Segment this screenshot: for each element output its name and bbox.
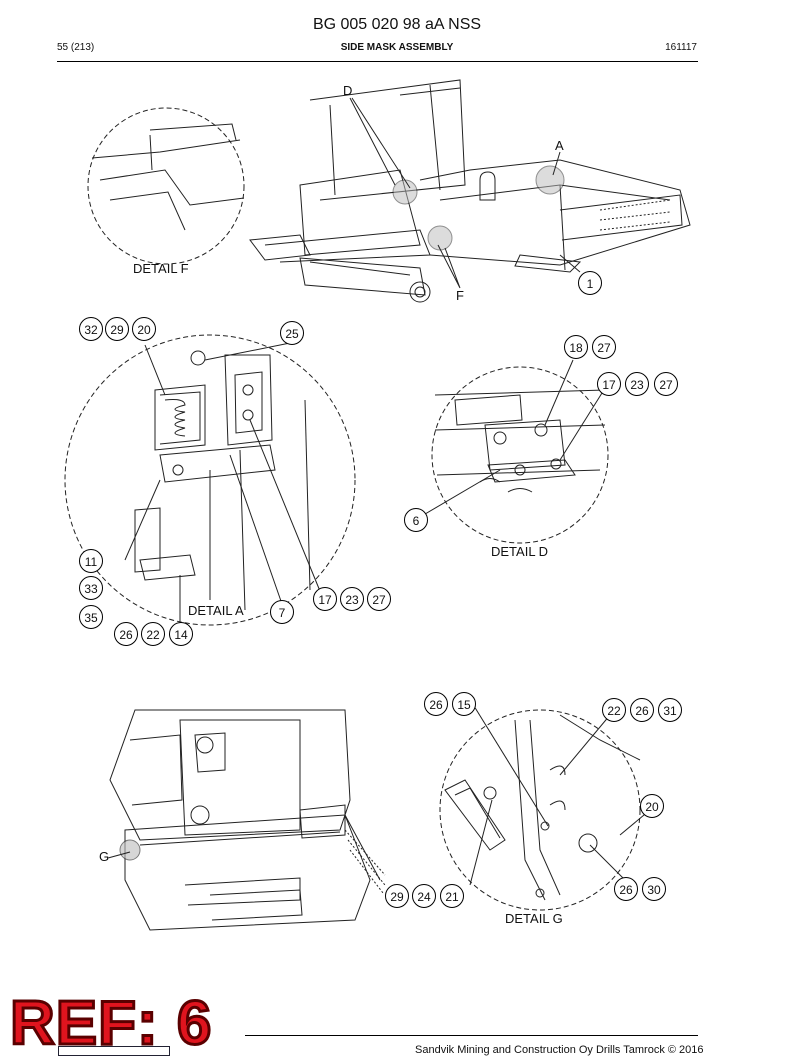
callout-32: 32 [79, 317, 103, 341]
detail-f-label: DETAIL F [133, 261, 189, 276]
view-letter-f: F [456, 288, 464, 303]
callout-20: 20 [132, 317, 156, 341]
footer-rule [245, 1035, 698, 1036]
callout-27: 27 [654, 372, 678, 396]
view-letter-g: G [99, 849, 110, 864]
callout-23: 23 [340, 587, 364, 611]
callout-25: 25 [280, 321, 304, 345]
callout-22: 22 [141, 622, 165, 646]
page-number: 55 (213) [57, 42, 95, 53]
callout-30: 30 [642, 877, 666, 901]
callout-27: 27 [367, 587, 391, 611]
callout-14: 14 [169, 622, 193, 646]
ref-stamp: REF: 6 [8, 988, 213, 1059]
header-rule [57, 61, 698, 62]
detail-f-view [87, 107, 245, 265]
callout-26: 26 [114, 622, 138, 646]
detail-d-label: DETAIL D [491, 544, 549, 559]
callout-24: 24 [412, 884, 436, 908]
view-letter-d: D [343, 83, 353, 98]
callout-21: 21 [440, 884, 464, 908]
detail-d-view [431, 366, 609, 544]
callout-29: 29 [105, 317, 129, 341]
section-title: SIDE MASK ASSEMBLY [340, 42, 454, 53]
footer-logo [58, 1046, 170, 1056]
callout-22: 22 [602, 698, 626, 722]
callout-15: 15 [452, 692, 476, 716]
callout-17: 17 [313, 587, 337, 611]
detail-g-label: DETAIL G [505, 911, 563, 926]
revision-date: 161117 [665, 42, 697, 53]
lower-assembly-view [109, 709, 386, 931]
footer-copyright: Sandvik Mining and Construction Oy Drill… [415, 1044, 704, 1056]
callout-23: 23 [625, 372, 649, 396]
callout-26: 26 [424, 692, 448, 716]
callout-17: 17 [597, 372, 621, 396]
callout-20: 20 [640, 794, 664, 818]
callout-35: 35 [79, 605, 103, 629]
callout-26: 26 [630, 698, 654, 722]
callout-26: 26 [614, 877, 638, 901]
callout-31: 31 [658, 698, 682, 722]
callout-18: 18 [564, 335, 588, 359]
callout-6: 6 [404, 508, 428, 532]
main-assembly-view [249, 79, 691, 303]
detail-a-label: DETAIL A [188, 603, 244, 618]
callout-1: 1 [578, 271, 602, 295]
view-letter-a: A [555, 138, 564, 153]
callout-27: 27 [592, 335, 616, 359]
callout-11: 11 [79, 549, 103, 573]
callout-29: 29 [385, 884, 409, 908]
detail-g-view [439, 709, 641, 911]
callout-7: 7 [270, 600, 294, 624]
callout-33: 33 [79, 576, 103, 600]
detail-a-view [64, 334, 356, 626]
document-code: BG 005 020 98 aA NSS [312, 16, 482, 33]
